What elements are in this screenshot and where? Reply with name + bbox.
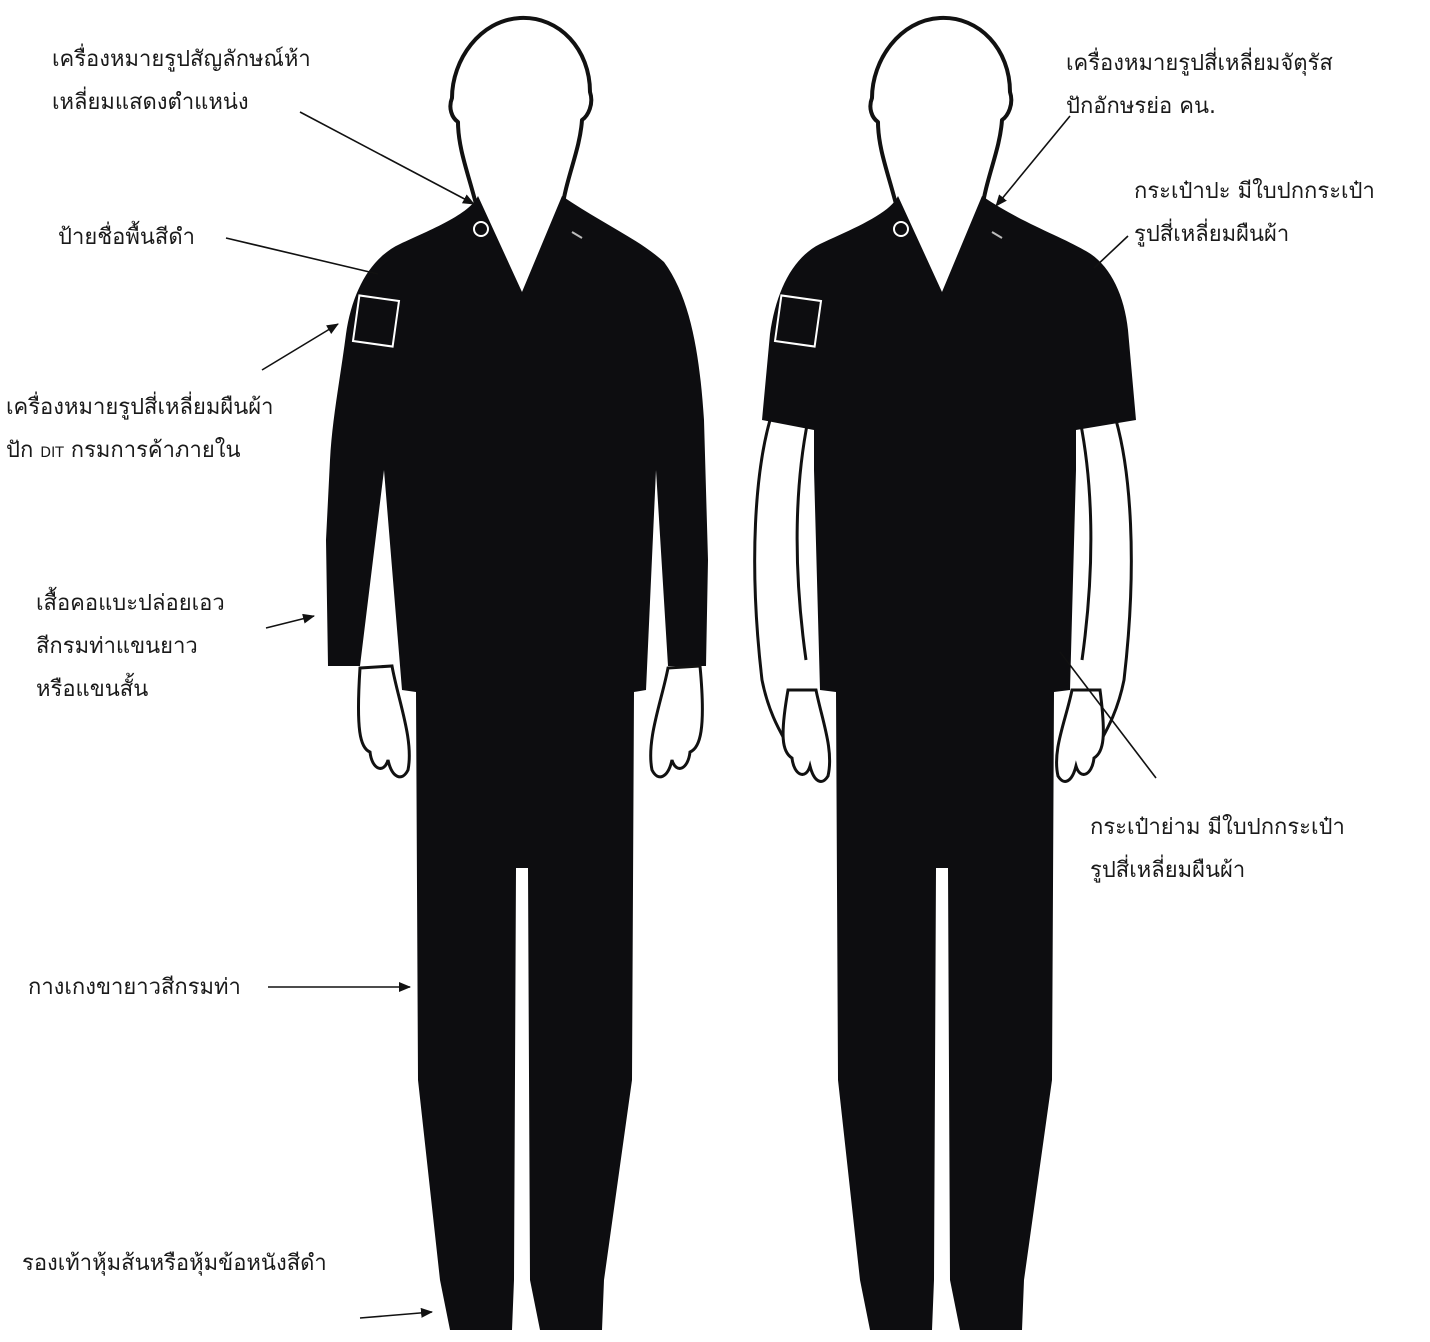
label-patch-pocket: กระเป๋าปะ มีใบปกกระเป๋า รูปสี่เหลี่ยมผืน… — [1134, 170, 1375, 256]
leader-shoes — [360, 1312, 432, 1318]
leader-name-tag — [226, 238, 378, 274]
label-shoes: รองเท้าหุ้มส้นหรือหุ้มข้อหนังสีดำ — [22, 1242, 327, 1285]
label-shirt: เสื้อคอแบะปล่อยเอว สีกรมท่าแขนยาว หรือแข… — [36, 582, 225, 711]
right-head-outline — [870, 18, 1011, 212]
leader-star-badge — [300, 112, 474, 204]
label-sleeve-badge: เครื่องหมายรูปสี่เหลี่ยมผืนผ้า ปัก DIT ก… — [6, 386, 274, 475]
left-figure — [326, 18, 708, 1330]
leader-square-badge — [996, 116, 1070, 206]
right-figure — [755, 18, 1136, 1330]
label-side-pocket: กระเป๋าย่าม มีใบปกกระเป๋า รูปสี่เหลี่ยมผ… — [1090, 806, 1345, 892]
label-trousers: กางเกงขายาวสีกรมท่า — [28, 966, 241, 1009]
left-hand-right — [651, 666, 703, 777]
label-name-tag: ป้ายชื่อพื้นสีดำ — [58, 216, 195, 259]
left-head-outline — [450, 18, 591, 212]
label-star-badge: เครื่องหมายรูปสัญลักษณ์ห้า เหลี่ยมแสดงตำ… — [52, 38, 311, 124]
label-square-badge: เครื่องหมายรูปสี่เหลี่ยมจัตุรัส ปักอักษร… — [1066, 42, 1333, 128]
right-hand-left — [783, 690, 830, 781]
leader-shirt — [266, 616, 314, 628]
leader-patch-pocket — [1094, 236, 1128, 268]
leader-sleeve-badge — [262, 324, 338, 370]
right-hand-right — [1057, 690, 1104, 781]
